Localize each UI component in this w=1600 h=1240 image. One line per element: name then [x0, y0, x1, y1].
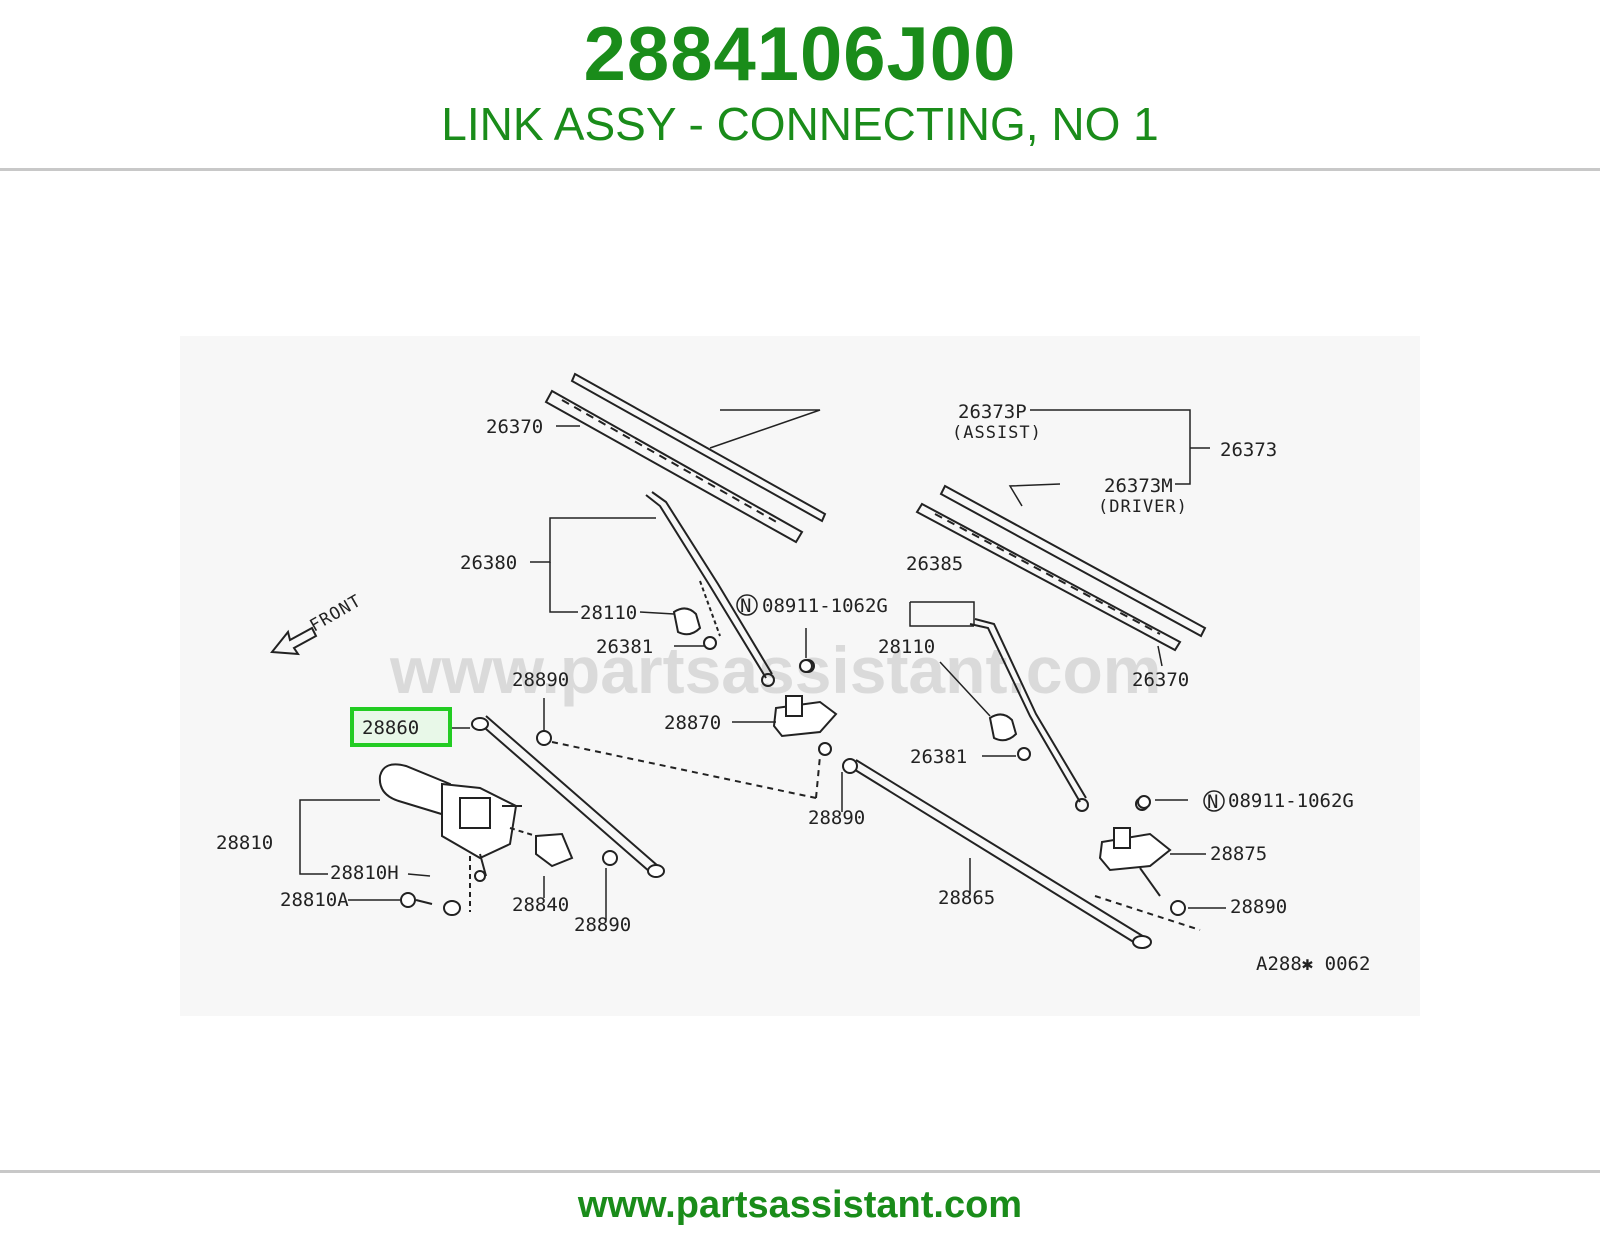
- callout-26385[interactable]: 26385: [906, 553, 963, 575]
- callout-28810A[interactable]: 28810A: [280, 889, 349, 911]
- callout-26381-left[interactable]: 26381: [596, 636, 653, 658]
- arm-left: [645, 491, 775, 687]
- callout-28870[interactable]: 28870: [664, 712, 721, 734]
- part-description: LINK ASSY - CONNECTING, NO 1: [441, 98, 1159, 150]
- callout-28840[interactable]: 28840: [512, 894, 569, 916]
- callout-26381-right[interactable]: 26381: [910, 746, 967, 768]
- highlighted-part-28860[interactable]: 28860: [350, 707, 452, 747]
- callout-28890-mid[interactable]: 28890: [808, 807, 865, 829]
- link-28860: [471, 715, 821, 878]
- callout-26373M-note: (DRIVER): [1098, 497, 1188, 517]
- arm-right: [969, 618, 1089, 812]
- callout-28890-right[interactable]: 28890: [1230, 896, 1287, 918]
- pivot-right: [1098, 797, 1172, 897]
- nut-marker-lower: N: [1203, 790, 1225, 813]
- callout-28110-right[interactable]: 28110: [878, 636, 935, 658]
- callout-08911-lower[interactable]: 08911-1062G: [1228, 790, 1354, 812]
- diagram-svg: www.partsassistant.com: [216, 372, 1370, 975]
- callout-28110-left[interactable]: 28110: [580, 602, 637, 624]
- callout-28810[interactable]: 28810: [216, 832, 273, 854]
- callout-26370-left[interactable]: 26370: [486, 416, 543, 438]
- figure-code: A288✱ 0062: [1256, 953, 1370, 975]
- link-28865: [842, 758, 1201, 949]
- callout-26373P-note: (ASSIST): [952, 423, 1042, 443]
- wiper-motor: [378, 763, 522, 882]
- footer-website-link[interactable]: www.partsassistant.com: [577, 1184, 1023, 1226]
- nut-marker-upper-text: N: [740, 595, 751, 617]
- callout-08911-upper[interactable]: 08911-1062G: [762, 595, 888, 617]
- blade-assist: [544, 372, 827, 544]
- header-divider: [0, 168, 1600, 171]
- blade-driver: [915, 484, 1207, 652]
- nut-lower: [1137, 795, 1151, 809]
- callout-26373M[interactable]: 26373M: [1104, 475, 1173, 497]
- callout-26370-right[interactable]: 26370: [1132, 669, 1189, 691]
- part-number-title: 2884106J00: [583, 12, 1017, 97]
- footer-divider: [0, 1170, 1600, 1173]
- nut-28890-right: [1170, 900, 1186, 916]
- callout-28890-a[interactable]: 28890: [512, 669, 569, 691]
- parts-diagram: www.partsassistant.com: [180, 336, 1420, 1016]
- callout-26373P[interactable]: 26373P: [958, 401, 1027, 423]
- callout-28860[interactable]: 28860: [362, 717, 419, 739]
- front-label: FRONT: [307, 591, 366, 636]
- page-header: 2884106J00 LINK ASSY - CONNECTING, NO 1: [0, 0, 1600, 168]
- nut-marker-lower-text: N: [1207, 791, 1218, 813]
- arm-cap-right: [988, 713, 1031, 761]
- callout-28865[interactable]: 28865: [938, 887, 995, 909]
- motor-bolts: [400, 856, 471, 916]
- front-arrow: FRONT: [270, 591, 366, 656]
- leader-lines: [299, 409, 1226, 920]
- diagram-watermark: www.partsassistant.com: [389, 633, 1161, 707]
- nut-upper: [799, 659, 813, 673]
- callout-28890-bottom[interactable]: 28890: [574, 914, 631, 936]
- callout-26380[interactable]: 26380: [460, 552, 517, 574]
- callout-28875[interactable]: 28875: [1210, 843, 1267, 865]
- callout-26373[interactable]: 26373: [1220, 439, 1277, 461]
- arm-cap-left: [672, 607, 717, 650]
- crank-28840: [509, 827, 618, 868]
- nut-marker-upper: N: [736, 594, 758, 617]
- callout-28810H[interactable]: 28810H: [330, 862, 399, 884]
